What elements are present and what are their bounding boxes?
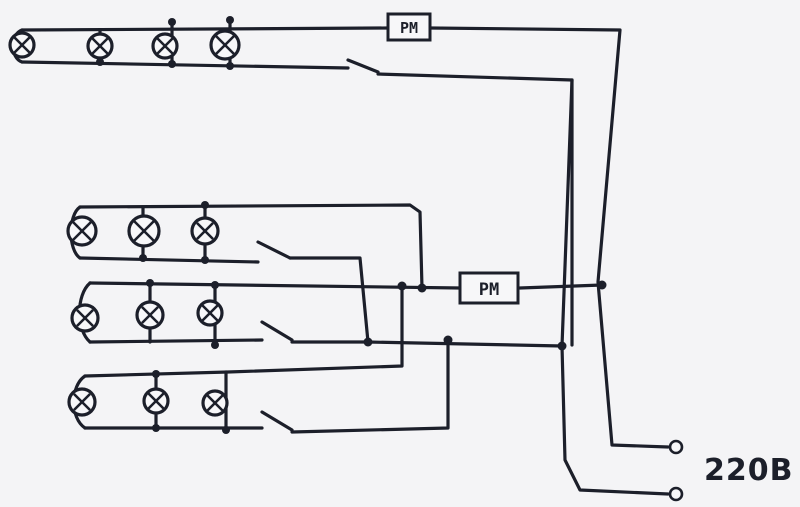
- relay-middle: PM: [397, 271, 607, 305]
- relay-box: [458, 271, 520, 305]
- junction-node: [226, 62, 234, 70]
- lamp-group-2: [66, 201, 424, 344]
- top-relay-out: [428, 26, 670, 449]
- relay-label: PM: [400, 19, 418, 37]
- relay-top: PM: [386, 12, 670, 449]
- top-group-upper-bus: [20, 26, 390, 32]
- supply: 220B: [557, 78, 794, 502]
- middle-relay-out: [518, 283, 604, 290]
- lamp-icon: [190, 216, 220, 246]
- lamp-icon: [201, 389, 229, 417]
- lamp-icon: [209, 29, 241, 61]
- junction-node: [597, 280, 607, 290]
- lamp-icon: [196, 299, 224, 327]
- group4-upper-bus: [83, 284, 404, 378]
- junction-node: [397, 281, 407, 291]
- lamp-group-top: [8, 16, 574, 347]
- junction-node: [152, 424, 160, 432]
- switch-icon: [346, 58, 380, 74]
- junction-node: [96, 58, 104, 66]
- lamp-icon: [70, 303, 100, 333]
- group3-switch-line: [290, 340, 564, 348]
- lamp-icon: [151, 32, 179, 60]
- lamp-icon: [142, 387, 170, 415]
- relay-box: [386, 12, 432, 42]
- lamp-icon: [86, 32, 114, 60]
- junction-node: [201, 201, 209, 209]
- lamp-icon: [135, 300, 165, 330]
- junction-node: [363, 337, 373, 347]
- junction-node: [139, 254, 147, 262]
- group2-switch-line: [288, 256, 370, 344]
- supply-terminal: [668, 486, 684, 502]
- switch-icon: [260, 410, 294, 432]
- junction-node: [226, 16, 234, 24]
- junction-node: [222, 426, 230, 434]
- junction-node: [168, 18, 176, 26]
- junction-node: [443, 335, 453, 345]
- relay-label: PM: [479, 280, 499, 300]
- switch-icon: [256, 240, 292, 260]
- group3-lower-bus: [88, 338, 264, 344]
- supply-voltage-label: 220B: [704, 453, 794, 488]
- junction-node: [417, 283, 427, 293]
- lamp-icon: [67, 387, 97, 417]
- junction-node: [211, 341, 219, 349]
- group4-switch-line: [290, 338, 450, 434]
- junction-node: [152, 370, 160, 378]
- lamp-group-3: [70, 279, 564, 349]
- group2-upper-bus: [78, 203, 424, 290]
- junction-node: [146, 279, 154, 287]
- switch-icon: [260, 320, 294, 342]
- lamp-icon: [66, 215, 98, 247]
- lamp-icon: [8, 31, 36, 59]
- top-group-lower-bus: [20, 60, 350, 70]
- junction-node: [168, 60, 176, 68]
- junction-node: [211, 281, 219, 289]
- supply-terminal: [668, 439, 684, 455]
- junction-node: [201, 256, 209, 264]
- lamp-group-4: [67, 284, 453, 434]
- lamp-icon: [127, 214, 161, 248]
- return-bus: [560, 78, 670, 496]
- group2-lower-bus: [78, 256, 260, 264]
